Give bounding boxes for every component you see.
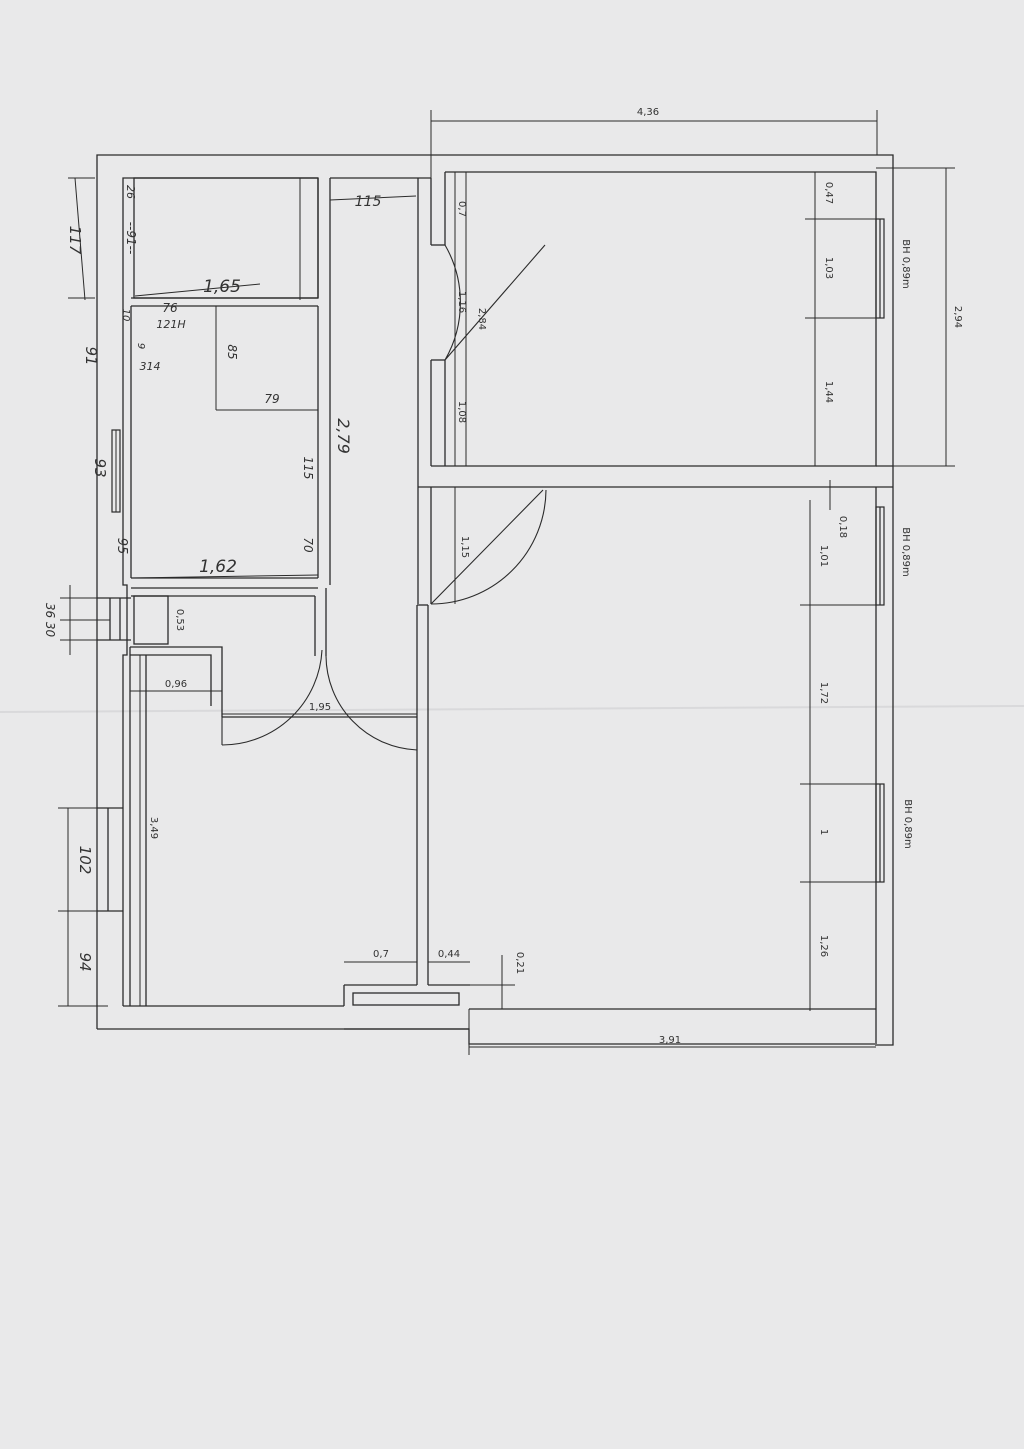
hw-bath-10: 10: [120, 309, 131, 322]
hw-bath-115: 115: [301, 457, 315, 480]
dimension-lines: [58, 110, 955, 1055]
outer-wall-outline: [96, 154, 894, 1046]
dim-room2-pier-top: 0,18: [837, 516, 848, 538]
door-room1: [444, 244, 546, 361]
window-note-room2-upper: BH 0,89m: [900, 527, 911, 577]
door-kitchen: [221, 649, 323, 746]
hw-bath-70: 70: [301, 537, 315, 553]
hw-left-3630: 36 30: [43, 603, 57, 638]
hw-left-94: 94: [76, 952, 94, 971]
dim-hall-width: 1,95: [309, 702, 331, 713]
hw-bath-76: 76: [162, 301, 178, 315]
doors: [221, 244, 547, 751]
room1-outline: [431, 171, 877, 467]
hw-bath-121h: 121H: [156, 318, 185, 331]
dim-top-total: 4,36: [637, 107, 659, 118]
paper-fold-line: [0, 705, 1024, 713]
printed-dimensions: 4,36 2,94 0,47 1,03 1,44 BH 0,89m 0,7 1,…: [148, 107, 963, 1046]
dim-room1-wall-lower: 1,44: [823, 381, 834, 403]
wall-niche: [352, 992, 460, 1006]
dim-room2-window2: 1: [818, 829, 829, 835]
dim-room2-wall-bottom: 1,26: [818, 935, 829, 957]
window-note-room2-lower: BH 0,89m: [902, 799, 913, 849]
dim-room1-door-opening: 1,16: [456, 291, 467, 313]
hw-left-95: 95: [114, 538, 129, 555]
dim-kitchen-depth: 3,49: [148, 817, 159, 839]
hw-bath-9: 9: [135, 343, 146, 349]
hw-left-117: 117: [66, 226, 84, 255]
window-note-room1: BH 0,89m: [900, 239, 911, 289]
hw-bath-314: 314: [140, 360, 161, 373]
hw-left-93: 93: [91, 458, 109, 477]
dim-bottom-seg-a: 0,7: [373, 949, 389, 960]
hw-hall-width-top: 115: [355, 194, 382, 210]
handwritten-notes: 1,65 1,62 2,79 115 117 91 93 95 36 30 10…: [43, 185, 381, 972]
dim-bottom-seg-b: 0,44: [438, 949, 460, 960]
dim-room1-pier-top: 0,47: [823, 182, 834, 204]
door-bath: [325, 655, 418, 751]
dim-right-total: 2,94: [952, 306, 963, 328]
hw-top-91: --91--: [124, 222, 138, 255]
dim-kitchen-niche: 0,96: [165, 679, 187, 690]
dim-room1-door-wall-bottom: 1,08: [456, 401, 467, 423]
dim-room1-window: 1,03: [823, 257, 834, 279]
hw-top-26: 26: [124, 185, 137, 199]
dim-wc-width: 0,53: [174, 609, 185, 631]
left-inner-wall: [122, 177, 318, 1006]
dim-bottom-total: 3,91: [659, 1035, 681, 1046]
dim-room1-door-wall-top: 0,7: [456, 201, 467, 217]
hw-bath-width-bottom: 1,62: [199, 557, 237, 577]
hw-bath-79: 79: [264, 392, 279, 406]
dim-room2-door: 1,15: [459, 536, 470, 558]
hw-left-91: 91: [82, 346, 100, 365]
dim-bottom-offset: 0,21: [514, 952, 525, 974]
hw-bath-85: 85: [225, 344, 239, 359]
dim-room2-wall-mid: 1,72: [818, 682, 829, 704]
hw-bath-length: 2,79: [334, 418, 353, 454]
dim-room1-depth: 2,84: [476, 308, 487, 330]
dim-room2-window1: 1,01: [818, 545, 829, 567]
hw-left-102: 102: [76, 846, 94, 875]
hw-bath-width-top: 1,65: [203, 277, 241, 297]
